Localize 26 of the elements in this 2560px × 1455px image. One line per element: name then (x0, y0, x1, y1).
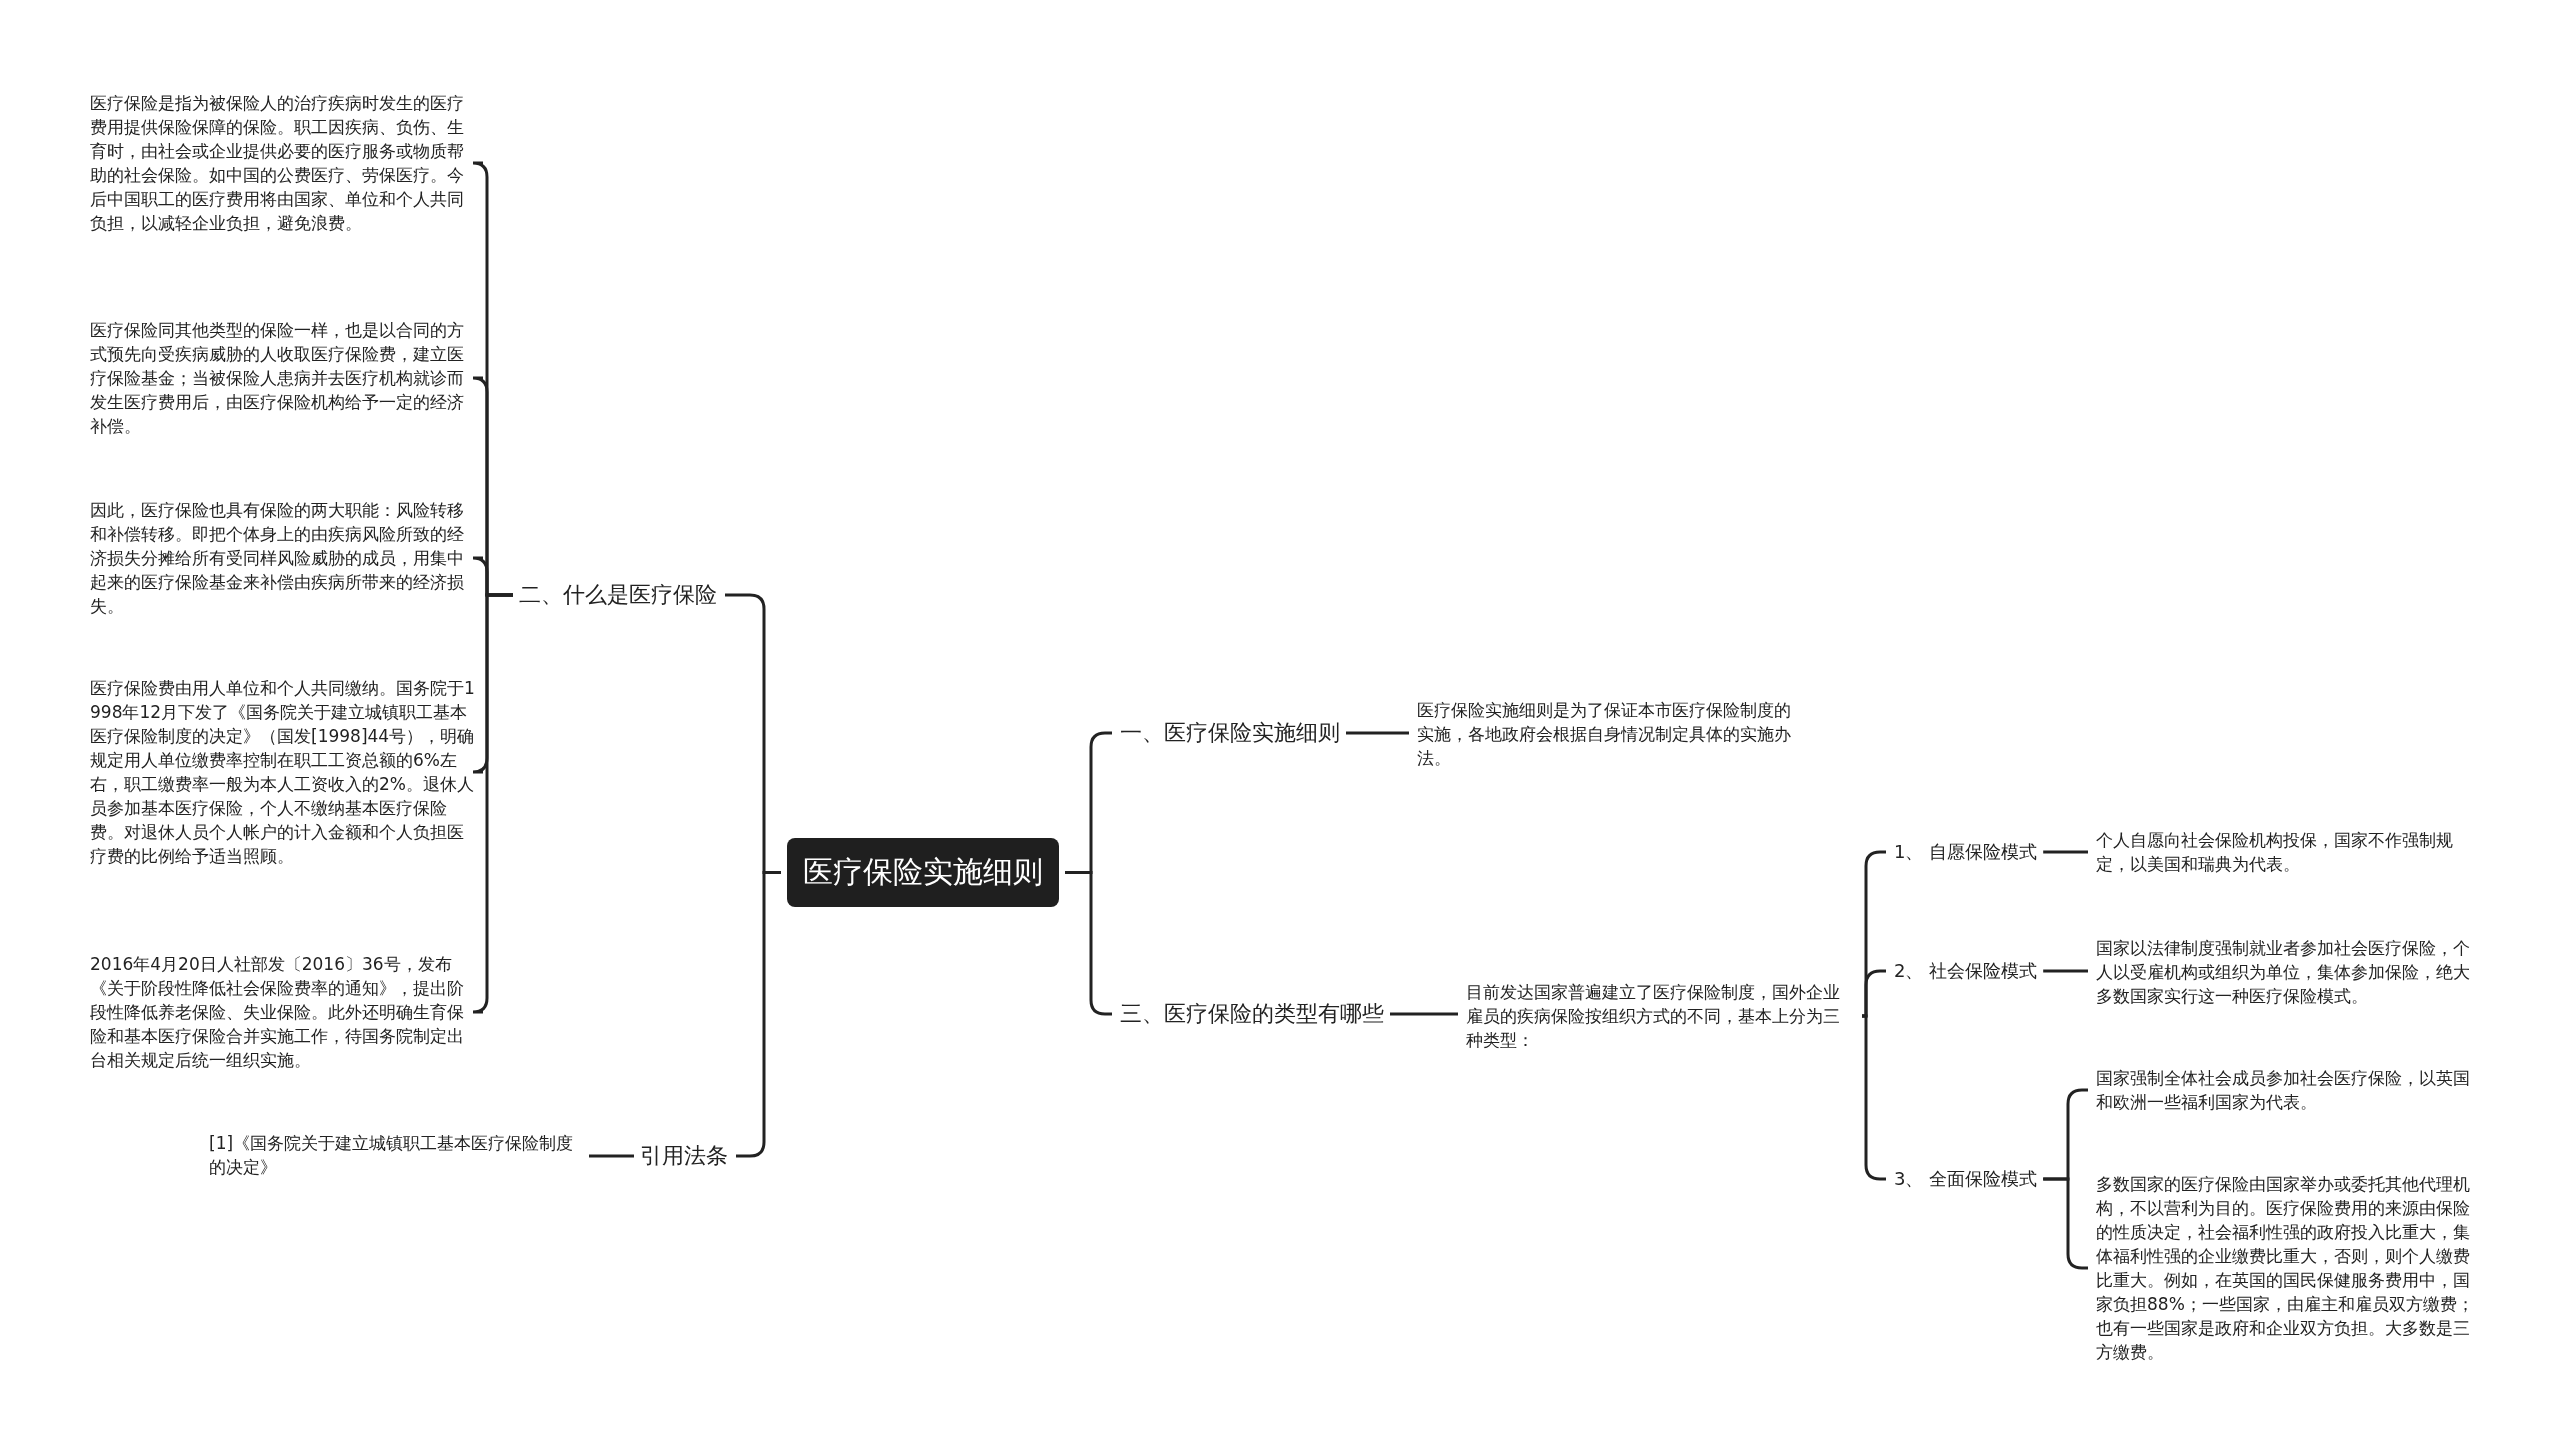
description-text: 国家强制全体社会成员参加社会医疗保险，以英国和欧洲一些福利国家为代表。 (2096, 1066, 2486, 1114)
connector-line (1346, 731, 1409, 735)
branch-label: 3、 全面保险模式 (1894, 1165, 2038, 1193)
description-text: 国家以法律制度强制就业者参加社会医疗保险，个人以受雇机构或组织为单位，集体参加保险，绝大多数国家实行这一种医疗保险模式。 (2096, 936, 2486, 1008)
connector-line (589, 1154, 634, 1158)
branch-label: 一、医疗保险实施细则 (1120, 716, 1340, 750)
branch-label: 引用法条 (640, 1139, 728, 1173)
description-text: [1]《国务院关于建立城镇职工基本医疗保险制度的决定》 (209, 1131, 581, 1179)
connector-line (2043, 850, 2088, 854)
connector-line (2043, 969, 2088, 973)
topic-box: 医疗保险实施细则 (787, 838, 1059, 907)
description-text: 医疗保险实施细则是为了保证本市医疗保险制度的实施，各地政府会根据自身情况制定具体的实施办法。 (1417, 698, 1807, 770)
branch-label: 二、什么是医疗保险 (519, 578, 717, 612)
description-text: 医疗保险同其他类型的保险一样，也是以合同的方式预先向受疾病威胁的人收取医疗保险费，建立医疗保险基金；当被保险人患病并去医疗机构就诊而发生医疗费用后，由医疗保险机构给予一定的经济补偿。 (90, 318, 475, 438)
branch-label: 2、 社会保险模式 (1894, 957, 2038, 985)
description-text: 医疗保险是指为被保险人的治疗疾病时发生的医疗费用提供保险保障的保险。职工因疾病、负伤、生育时，由社会或企业提供必要的医疗服务或物质帮助的社会保险。如中国的公费医疗、劳保医疗。今后中国职工的医疗费用将由国家、单位和个人共同负担，以减轻企业负担，避免浪费。 (90, 91, 475, 235)
description-text: 医疗保险费由用人单位和个人共同缴纳。国务院于1998年12月下发了《国务院关于建立城镇职工基本医疗保险制度的决定》（国发[1998]44号），明确规定用人单位缴费率控制在职工工资总额的6%左右，职工缴费率一般为本人工资收入的2%。退休人员参加基本医疗保险，个人不缴纳基本医疗保险费。对退休人员个人帐户的计入金额和个人负担医疗费的比例给予适当照顾。 (90, 676, 475, 868)
connector-line (1390, 1012, 1458, 1016)
description-text: 个人自愿向社会保险机构投保，国家不作强制规定，以美国和瑞典为代表。 (2096, 828, 2486, 876)
branch-label: 1、 自愿保险模式 (1894, 838, 2038, 866)
connector-line (1862, 969, 1886, 1018)
branch-label: 三、医疗保险的类型有哪些 (1120, 997, 1384, 1031)
description-text: 多数国家的医疗保险由国家举办或委托其他代理机构，不以营利为目的。医疗保险费用的来源由保险的性质决定，社会福利性强的政府投入比重大，集体福利性强的企业缴费比重大，否则，则个人缴费比重大。例如，在英国的国民保健服务费用中，国家负担88%；一些国家，由雇主和雇员双方缴费；也有一些国家是政府和企业双方负担。大多数是三方缴费。 (2096, 1172, 2486, 1364)
description-text: 因此，医疗保险也具有保险的两大职能：风险转移和补偿转移。即把个体身上的由疾病风险所致的经济损失分摊给所有受同样风险威胁的成员，用集中起来的医疗保险基金来补偿由疾病所带来的经济损失。 (90, 498, 475, 618)
description-text: 2016年4月20日人社部发〔2016〕36号，发布《关于阶段性降低社会保险费率的通知》，提出阶段性降低养老保险、失业保险。此外还明确生育保险和基本医疗保险合并实施工作，待国务院制定出台相关规定后统一组织实施。 (90, 952, 475, 1072)
description-text: 目前发达国家普遍建立了医疗保险制度，国外企业雇员的疾病保险按组织方式的不同，基本上分为三种类型： (1466, 980, 1856, 1052)
